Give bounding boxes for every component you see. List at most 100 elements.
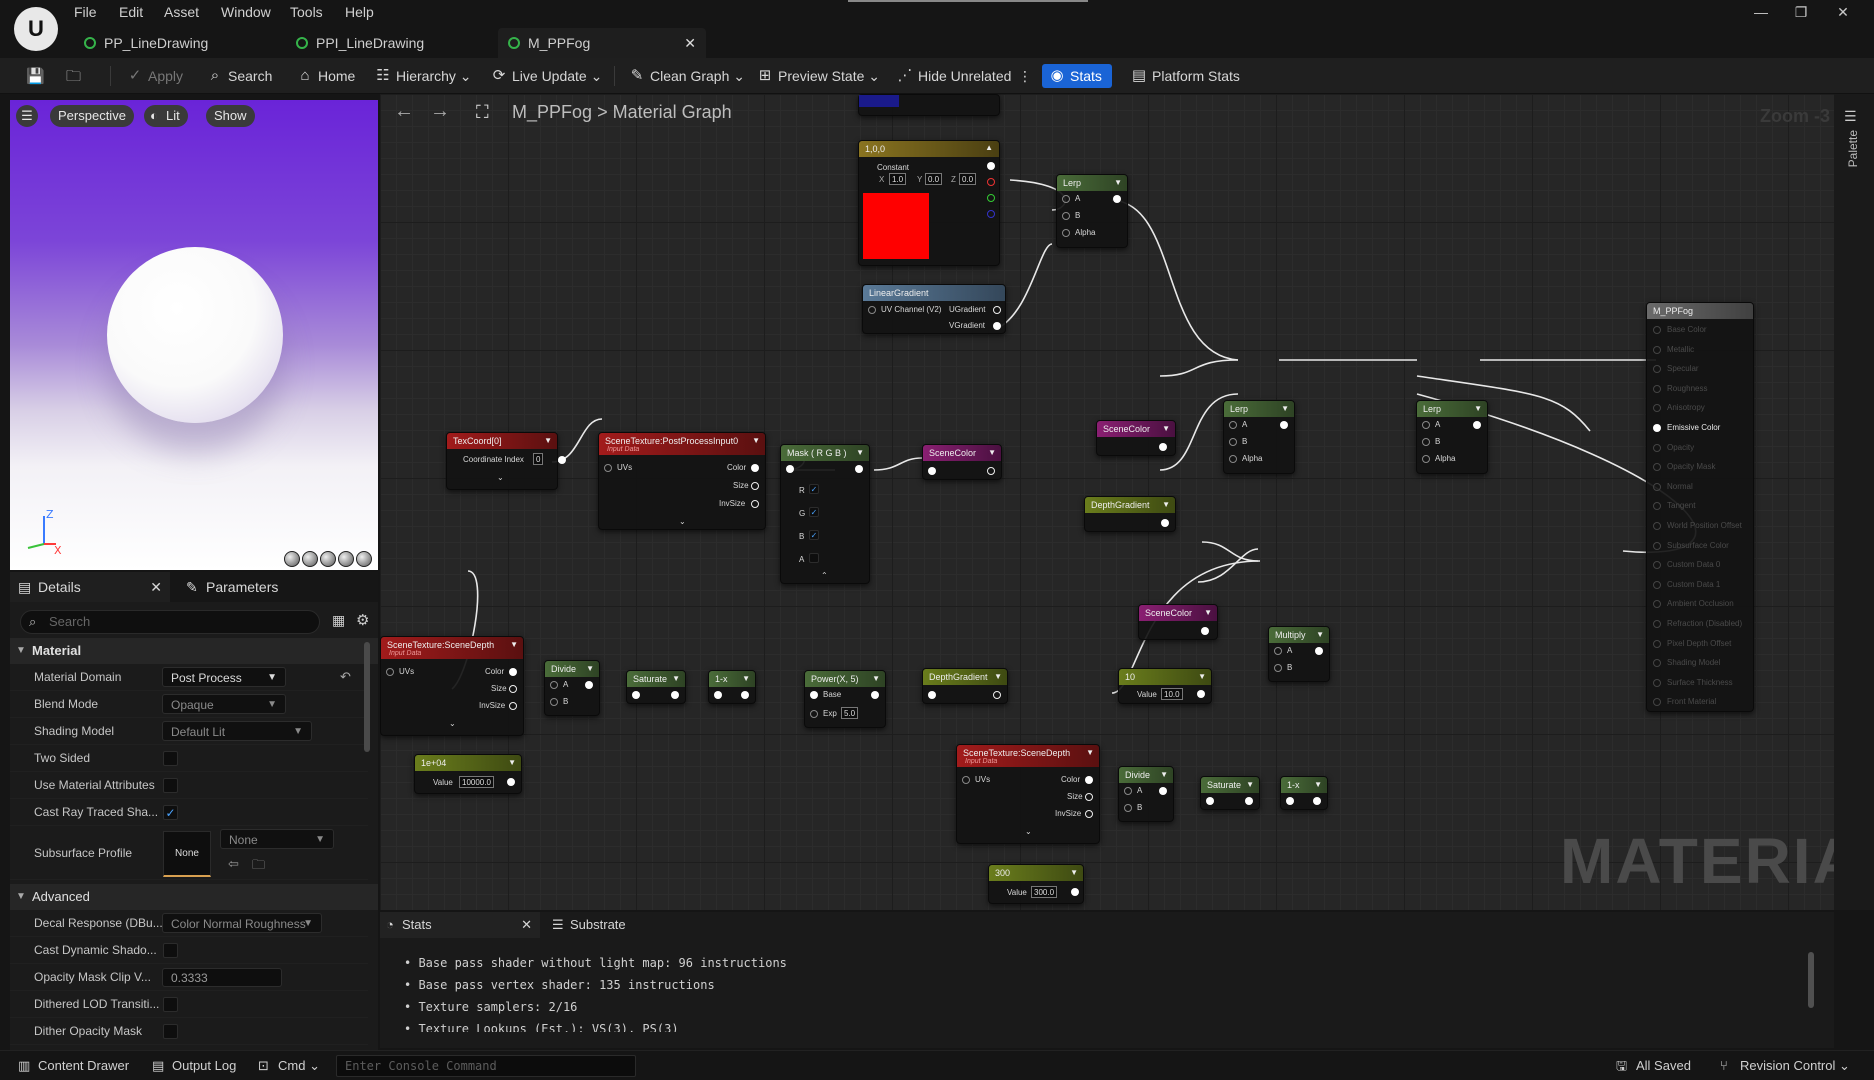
output-pin[interactable] (1245, 797, 1253, 805)
output-pin-size[interactable] (509, 685, 517, 693)
revision-control-dropdown[interactable]: ⑂Revision Control ⌄ (1720, 1058, 1850, 1073)
input-pin[interactable] (928, 691, 936, 699)
input-pin-alpha[interactable] (1422, 455, 1430, 463)
result-input-pin[interactable] (1653, 639, 1661, 648)
result-input-pin[interactable] (1653, 620, 1661, 628)
chevron-down-icon[interactable]: ▼ (1070, 868, 1078, 877)
input-pin-b[interactable] (1274, 664, 1282, 672)
opacity-mask-clip-input[interactable]: 0.3333 (162, 968, 282, 987)
input-pin-uvs[interactable] (962, 776, 970, 784)
input-pin-b[interactable] (1422, 438, 1430, 446)
cylinder-preview-icon[interactable] (284, 551, 300, 567)
node-component-mask[interactable]: Mask ( R G B )▼ R✓ G✓ B✓ A ⌃ (780, 444, 870, 584)
node-lerp[interactable]: Lerp▼ A B Alpha (1223, 400, 1295, 474)
node-divide[interactable]: Divide▼ A B (1118, 766, 1174, 822)
input-pin[interactable] (928, 467, 936, 475)
close-window-icon[interactable]: ✕ (1837, 4, 1849, 20)
output-pin[interactable] (855, 465, 863, 473)
minimize-icon[interactable]: — (1754, 4, 1768, 20)
input-pin-uvs[interactable] (386, 668, 394, 676)
output-pin[interactable] (1161, 519, 1169, 527)
mask-a-checkbox[interactable] (809, 553, 819, 563)
stats-button[interactable]: ◉Stats (1042, 64, 1112, 88)
coordinate-index-input[interactable]: 0 (533, 453, 544, 465)
input-pin-a[interactable] (1422, 421, 1430, 429)
mask-b-checkbox[interactable]: ✓ (809, 530, 819, 540)
lit-button[interactable]: ◐Lit (144, 105, 188, 127)
node-scenetexture-scenedepth[interactable]: SceneTexture:SceneDepth▼ Input Data UVs … (380, 636, 524, 736)
chevron-down-icon[interactable]: ▼ (1162, 424, 1170, 433)
exponent-input[interactable]: 5.0 (841, 707, 859, 719)
offscreen-node[interactable] (858, 94, 1000, 116)
input-pin-uvs[interactable] (604, 464, 612, 472)
node-depthgradient[interactable]: DepthGradient▼ (922, 668, 1008, 704)
output-pin-color[interactable] (751, 464, 759, 472)
output-pin[interactable] (741, 691, 749, 699)
breadcrumb-asset[interactable]: M_PPFog (512, 102, 593, 122)
output-pin[interactable] (987, 162, 995, 170)
chevron-down-icon[interactable]: ▼ (1160, 770, 1168, 779)
input-pin-b[interactable] (550, 698, 558, 706)
result-input-pin[interactable] (1653, 541, 1661, 550)
graph-hierarchy-icon[interactable]: ⛶ (476, 102, 489, 122)
chevron-down-icon[interactable]: ▼ (510, 640, 518, 649)
output-pin-vgradient[interactable] (993, 322, 1001, 330)
result-input-pin[interactable] (1653, 580, 1661, 589)
menu-asset[interactable]: Asset (164, 4, 200, 20)
all-saved-indicator[interactable]: 🖫All Saved (1616, 1058, 1691, 1073)
input-pin[interactable] (714, 691, 722, 699)
menu-tools[interactable]: Tools (290, 4, 323, 20)
input-pin-a[interactable] (550, 681, 558, 689)
two-sided-checkbox[interactable] (163, 751, 178, 766)
expand-icon[interactable]: ⌄ (449, 719, 456, 728)
node-constant[interactable]: 300▼ Value 300.0 (988, 864, 1084, 904)
node-constant[interactable]: 10▼ Value 10.0 (1118, 668, 1212, 704)
chevron-down-icon[interactable]: ▼ (1316, 630, 1324, 639)
constant-value-input[interactable]: 300.0 (1031, 886, 1058, 898)
expand-icon[interactable]: ⌄ (679, 517, 686, 526)
material-category[interactable]: ▼Material (10, 638, 378, 664)
input-pin[interactable] (1206, 797, 1214, 805)
subsurface-profile-thumbnail[interactable]: None (163, 831, 211, 877)
output-pin[interactable] (1201, 627, 1209, 635)
output-pin-size[interactable] (1085, 793, 1093, 801)
output-pin-invsize[interactable] (1085, 810, 1093, 818)
mask-r-checkbox[interactable]: ✓ (809, 484, 819, 494)
output-pin[interactable] (993, 691, 1001, 699)
result-input-pin[interactable] (1653, 600, 1661, 609)
chevron-down-icon[interactable]: ▼ (586, 664, 594, 673)
cast-dynamic-shadow-checkbox[interactable] (163, 943, 178, 958)
console-command-input[interactable]: Enter Console Command (336, 1055, 636, 1077)
chevron-down-icon[interactable]: ▼ (1314, 780, 1322, 789)
result-input-pin[interactable] (1653, 443, 1661, 452)
chevron-down-icon[interactable]: ▼ (1198, 672, 1206, 681)
forward-arrow-icon[interactable]: → (430, 100, 450, 122)
input-pin-a[interactable] (1062, 195, 1070, 203)
constant-value-input[interactable]: 10.0 (1161, 688, 1183, 700)
save-button[interactable]: 💾 (26, 64, 45, 88)
content-drawer-button[interactable]: ▥Content Drawer (18, 1058, 130, 1073)
output-pin-b[interactable] (987, 210, 995, 218)
preview-state-dropdown[interactable]: ⊞Preview State ⌄ (756, 64, 880, 88)
clean-graph-dropdown[interactable]: ✎Clean Graph ⌄ (628, 64, 745, 88)
output-log-button[interactable]: ▤Output Log (152, 1058, 237, 1073)
result-input-pin[interactable] (1653, 326, 1661, 334)
tab-parameters[interactable]: ✎Parameters (178, 572, 278, 602)
preview-viewport[interactable]: ☰ Perspective ◐Lit Show Z X (10, 100, 378, 570)
cast-ray-traced-shadows-checkbox[interactable]: ✓ (163, 805, 178, 820)
result-input-pin[interactable] (1653, 482, 1661, 491)
browse-asset-icon[interactable]: 🗀 (252, 857, 266, 872)
home-button[interactable]: ⌂Home (296, 64, 355, 88)
use-material-attributes-checkbox[interactable] (163, 778, 178, 793)
cube-preview-icon[interactable] (338, 551, 354, 567)
collapse-icon[interactable]: ▲ (985, 143, 993, 152)
dithered-lod-checkbox[interactable] (163, 997, 178, 1012)
input-pin-uv[interactable] (868, 306, 876, 314)
tab-ppi-linedrawing[interactable]: PPI_LineDrawing (286, 28, 486, 58)
result-input-pin[interactable] (1653, 659, 1661, 668)
output-pin[interactable] (1159, 787, 1167, 795)
chevron-down-icon[interactable]: ▼ (994, 672, 1002, 681)
use-selected-asset-icon[interactable]: ⇦ (228, 856, 239, 871)
expand-icon[interactable]: ⌄ (497, 473, 504, 482)
result-input-pin[interactable] (1653, 463, 1661, 472)
